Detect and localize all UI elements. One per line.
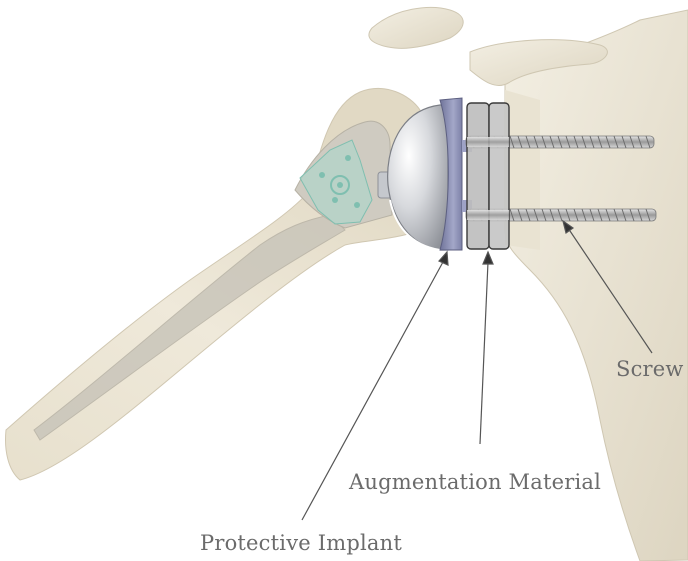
augmentation-material-label: Augmentation Material xyxy=(349,470,601,494)
augmentation-block-2 xyxy=(489,103,509,249)
glenoid-neck xyxy=(505,90,540,250)
screw-through-block xyxy=(467,137,509,147)
screw-label: Screw xyxy=(616,357,684,381)
plate-screw-hole xyxy=(345,155,351,161)
implant-arrowhead xyxy=(439,252,448,265)
humeral-stem xyxy=(34,215,345,440)
acromion xyxy=(369,7,463,48)
augmentation-block-1 xyxy=(467,103,489,249)
plate-screw-hole xyxy=(354,202,360,208)
augmentation-arrowhead xyxy=(483,252,493,264)
plate-screw-hole xyxy=(337,182,343,188)
augmentation-pointer-line xyxy=(480,262,488,444)
plate-screw-hole xyxy=(319,172,325,178)
screw-through-block xyxy=(467,210,509,220)
protective-implant-label: Protective Implant xyxy=(200,531,402,555)
plate-screw-hole xyxy=(332,197,338,203)
